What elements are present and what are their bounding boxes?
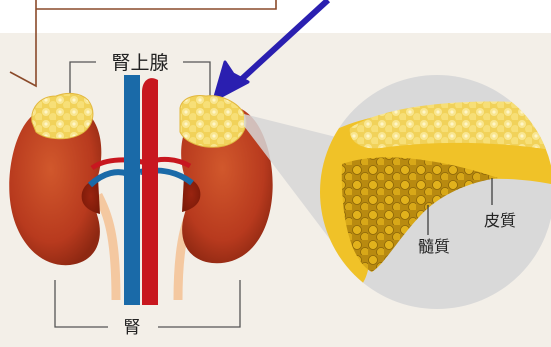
vena-cava: [124, 75, 140, 305]
aorta: [142, 78, 158, 305]
cortex-label: 皮質: [484, 211, 516, 230]
kidney-label: 腎: [124, 318, 141, 338]
adrenal-gland-label: 腎上腺: [111, 52, 168, 74]
left-adrenal-gland: [32, 93, 93, 138]
medulla-label: 髓質: [418, 237, 450, 256]
